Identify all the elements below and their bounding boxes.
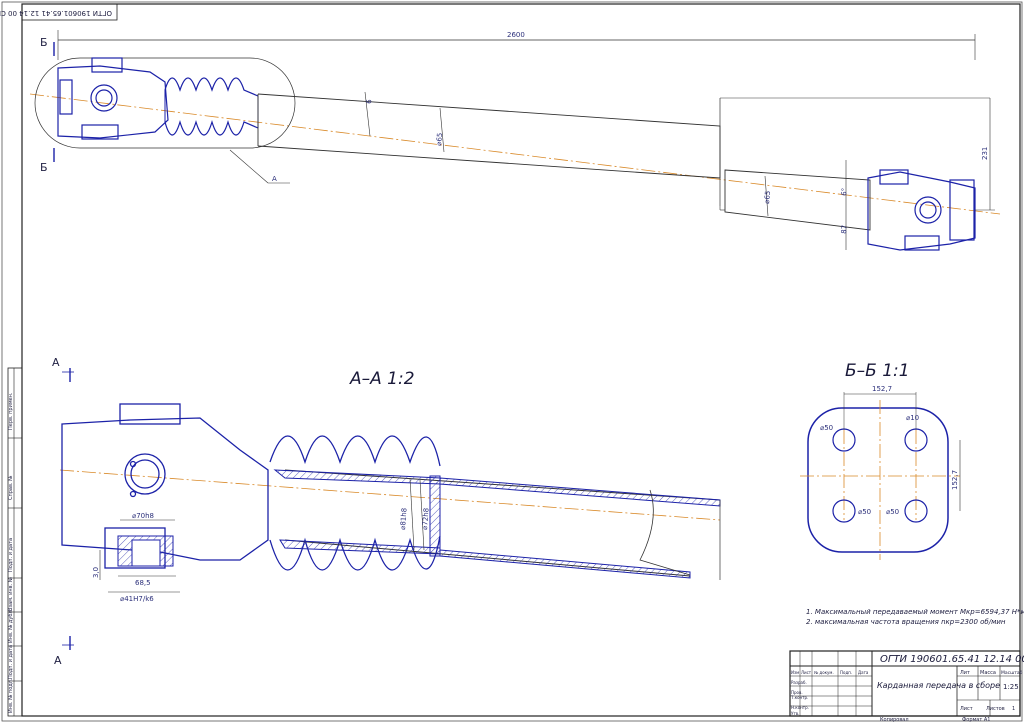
top-stamp: ОГТИ 190601.65.41 12.14 00 СБ	[0, 3, 118, 21]
side-sprav: Справ. №	[8, 475, 14, 500]
top-view: 2600 Б Б A	[29, 30, 1001, 251]
row-sign: Подп.	[840, 670, 852, 675]
row-date: Дата	[858, 670, 869, 675]
utv: Утв.	[791, 711, 799, 716]
bb-hole-tr: ⌀10	[906, 414, 919, 422]
dim-overall-length: 2600	[507, 31, 525, 39]
designation: ОГТИ 190601.65.41 12.14 00 СБ	[880, 654, 1024, 665]
side-strip: Перв. примен. Справ. № Подп. и дата Инв.…	[7, 367, 23, 717]
bb-hole-bl: ⌀50	[858, 508, 871, 516]
side-perv: Перв. примен.	[8, 392, 14, 430]
side-vzam: Взам. инв. №	[8, 576, 14, 611]
dim-inner-2: ⌀72h8	[421, 508, 431, 531]
bb-dim-right: 152,7	[951, 470, 959, 490]
row-docnum: № докум.	[814, 670, 834, 675]
dim-bore: ⌀70h8	[132, 512, 154, 520]
dim-inner-1: ⌀81h8	[399, 508, 409, 531]
dim-depth: 3,0	[92, 567, 100, 578]
col-lit: Лит	[960, 670, 970, 676]
section-a-mark-top: А	[52, 356, 60, 369]
section-b-mark-bottom: Б	[40, 161, 48, 174]
side-inv-podl: Инв. № подл.	[8, 678, 14, 713]
sheets-count: 1	[1012, 706, 1015, 712]
leader-a-label: A	[272, 175, 277, 183]
sheet-label: Лист	[960, 706, 973, 712]
inner-frame	[21, 3, 1021, 717]
section-aa: А–А 1:2 А А ⌀70h8 68,5 ⌀41H7/k6 3,0	[52, 356, 721, 667]
copied-label: Копировал	[880, 717, 909, 723]
section-bb: Б–Б 1:1 152,7 152,7 ⌀50 ⌀10 ⌀50 ⌀50	[800, 361, 961, 560]
dim-shaft-dia-left: ⌀65	[435, 132, 444, 146]
title-block-text: ОГТИ 190601.65.41 12.14 00 СБ Карданная …	[790, 654, 1024, 723]
side-podp1: Подп. и дата	[8, 538, 14, 572]
tkontr: Т.контр.	[790, 695, 808, 700]
top-stamp-text: ОГТИ 190601.65.41 12.14 00 СБ	[0, 9, 112, 17]
bb-hole-br: ⌀50	[886, 508, 899, 516]
section-aa-title: А–А 1:2	[349, 369, 415, 389]
row-list: Лист	[801, 670, 812, 675]
dim-height: 231	[981, 147, 989, 160]
dim-shaft-dia-right: ⌀65	[763, 190, 772, 204]
prov: Пров.	[791, 690, 803, 695]
dim-angle-right: 6°	[840, 188, 849, 197]
bb-dim-top: 152,7	[872, 385, 892, 393]
dim-length: 68,5	[135, 579, 151, 587]
drawing-name: Карданная передача в сборе	[877, 681, 1000, 690]
side-inv-dubl: Инв. № дубл.	[8, 608, 14, 643]
scale-value: 1:25	[1003, 683, 1019, 691]
note-1: 1. Максимальный передаваемый момент Mкр=…	[806, 608, 1024, 616]
dim-angle-left: 6	[365, 98, 373, 104]
bb-hole-tl: ⌀50	[820, 424, 833, 432]
col-scale: Масштаб	[1001, 670, 1023, 676]
section-a-mark-bottom: А	[54, 654, 62, 667]
row-izm: Изм	[791, 670, 799, 675]
section-bb-title: Б–Б 1:1	[845, 361, 910, 381]
note-2: 2. максимальная частота вращения nкр=230…	[806, 618, 1006, 626]
col-mass: Масса	[980, 670, 996, 676]
technical-notes: 1. Максимальный передаваемый момент Mкр=…	[806, 608, 1024, 626]
section-b-mark-top: Б	[40, 36, 48, 49]
title-block	[789, 650, 1021, 717]
sheets-label: Листов	[986, 706, 1005, 712]
dim-flange: 87	[840, 225, 849, 235]
razrab: Разраб.	[791, 680, 807, 685]
dim-fit: ⌀41H7/k6	[120, 595, 154, 603]
side-podp2: Подп. и дата	[8, 645, 14, 679]
format-label: Формат А1	[962, 717, 990, 723]
nkontr: Н.контр.	[791, 705, 809, 710]
